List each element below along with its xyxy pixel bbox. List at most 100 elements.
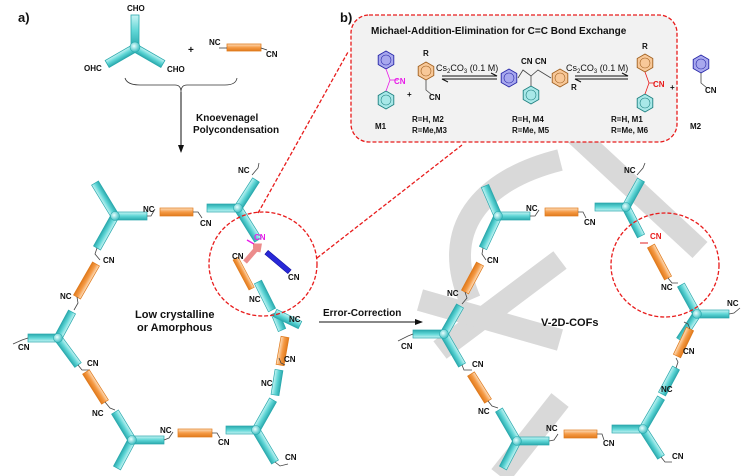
cn-label: CN: [472, 360, 484, 369]
r-label: R: [642, 42, 648, 51]
benzene-ring: [522, 85, 540, 105]
compound-label-m2: R=H, M2: [412, 115, 444, 124]
orange-linker: [563, 429, 598, 439]
network-label-1: Low crystalline: [135, 309, 214, 321]
aromatic-circle: [554, 72, 566, 84]
compound-label-m5: R=Me, M5: [512, 126, 550, 135]
reaction-label-1: Knoevenagel: [196, 113, 258, 124]
equilibrium-arrow-2: [574, 72, 629, 83]
node: [53, 333, 63, 343]
cn-label: CN: [672, 452, 684, 461]
orange-linker: [73, 261, 100, 300]
nc-label: NC: [261, 379, 273, 388]
nc-label: NC: [447, 289, 459, 298]
cn-label: CN: [653, 80, 665, 89]
cn-label: CN: [705, 86, 717, 95]
blue-linker: [264, 250, 292, 274]
defect-circle: [208, 211, 318, 317]
nc-label: NC: [727, 299, 739, 308]
bond: [597, 433, 605, 441]
benzene-ring: [377, 50, 395, 70]
bond: [667, 277, 678, 284]
cn-label: CN: [584, 218, 596, 227]
benzene-ring: [636, 53, 654, 73]
cn-label: CN: [429, 93, 441, 102]
watermark: [416, 111, 708, 476]
nc-label: NC: [160, 426, 172, 435]
cn-label: CN: [284, 355, 296, 364]
nc-label: NC: [238, 166, 250, 175]
equilibrium-arrow-1: [441, 72, 498, 83]
cn-label: CN: [487, 256, 499, 265]
nc-label: NC: [478, 407, 490, 416]
r-label: R: [423, 49, 429, 58]
corrected-circle: [610, 212, 720, 318]
cn-label: CN: [218, 438, 230, 447]
bond: [481, 247, 487, 261]
bond: [461, 364, 472, 371]
compound-label-m6: R=Me, M6: [611, 126, 649, 135]
cn-label: CN: [394, 77, 406, 86]
cn-label: CN: [401, 342, 413, 351]
node: [233, 203, 243, 213]
compound-label-m3: R=Me,M3: [412, 126, 447, 135]
aromatic-circle: [380, 94, 392, 106]
watermark-stroke: [416, 289, 564, 351]
dinitrile-monomer: [226, 43, 262, 52]
benzene-ring: [636, 93, 654, 113]
node: [512, 436, 522, 446]
reagent-label-2: Cs2CO3 (0.1 M): [566, 63, 628, 75]
orange-linker: [467, 371, 492, 404]
cyan-arm: [131, 435, 165, 445]
bond: [700, 73, 708, 89]
bond: [425, 80, 433, 96]
bond: [675, 357, 679, 369]
bond: [147, 208, 156, 217]
aromatic-circle: [525, 89, 537, 101]
benzene-ring: [551, 68, 569, 88]
cn-label: CN: [535, 57, 547, 66]
nc-label: NC: [249, 295, 261, 304]
bond: [274, 461, 289, 467]
cyan-arm: [270, 368, 284, 397]
bond: [278, 357, 286, 366]
nc-label: NC: [92, 409, 104, 418]
brace: [124, 77, 238, 93]
node: [251, 425, 261, 435]
bond: [163, 431, 174, 441]
bond: [104, 401, 116, 411]
plus-sign: +: [188, 45, 194, 56]
nc-label: NC: [209, 38, 221, 47]
orange-linker: [544, 207, 579, 217]
error-correction-label: Error-Correction: [323, 308, 401, 319]
benzene-ring: [692, 54, 710, 74]
cn-label: CN: [87, 359, 99, 368]
monomer-node: [129, 41, 141, 53]
compound-label-m1b: R=H, M1: [611, 115, 643, 124]
bond: [636, 162, 646, 176]
nc-label: NC: [661, 385, 673, 394]
nc-label: NC: [526, 204, 538, 213]
benzene-ring: [377, 90, 395, 110]
bond: [73, 296, 79, 311]
plus-sign: +: [407, 90, 412, 99]
cn-label: CN: [683, 347, 695, 356]
cn-label: CN: [603, 439, 615, 448]
cn-label: CN: [18, 343, 30, 352]
plus-sign: +: [670, 83, 675, 92]
monomer-bond: [219, 47, 268, 51]
bond: [548, 433, 559, 442]
node: [439, 329, 449, 339]
bond: [12, 337, 29, 345]
trialdehyde-monomer: [104, 14, 166, 69]
bond: [728, 307, 741, 315]
orange-linker: [159, 207, 194, 217]
network-label-2: or Amorphous: [137, 322, 212, 334]
panel-b-label: b): [340, 10, 352, 25]
compound-label-m4: R=H, M4: [512, 115, 544, 124]
bond: [683, 321, 691, 330]
cho-label-top: CHO: [127, 4, 145, 13]
callout-line: [257, 51, 349, 214]
bond: [77, 364, 90, 371]
